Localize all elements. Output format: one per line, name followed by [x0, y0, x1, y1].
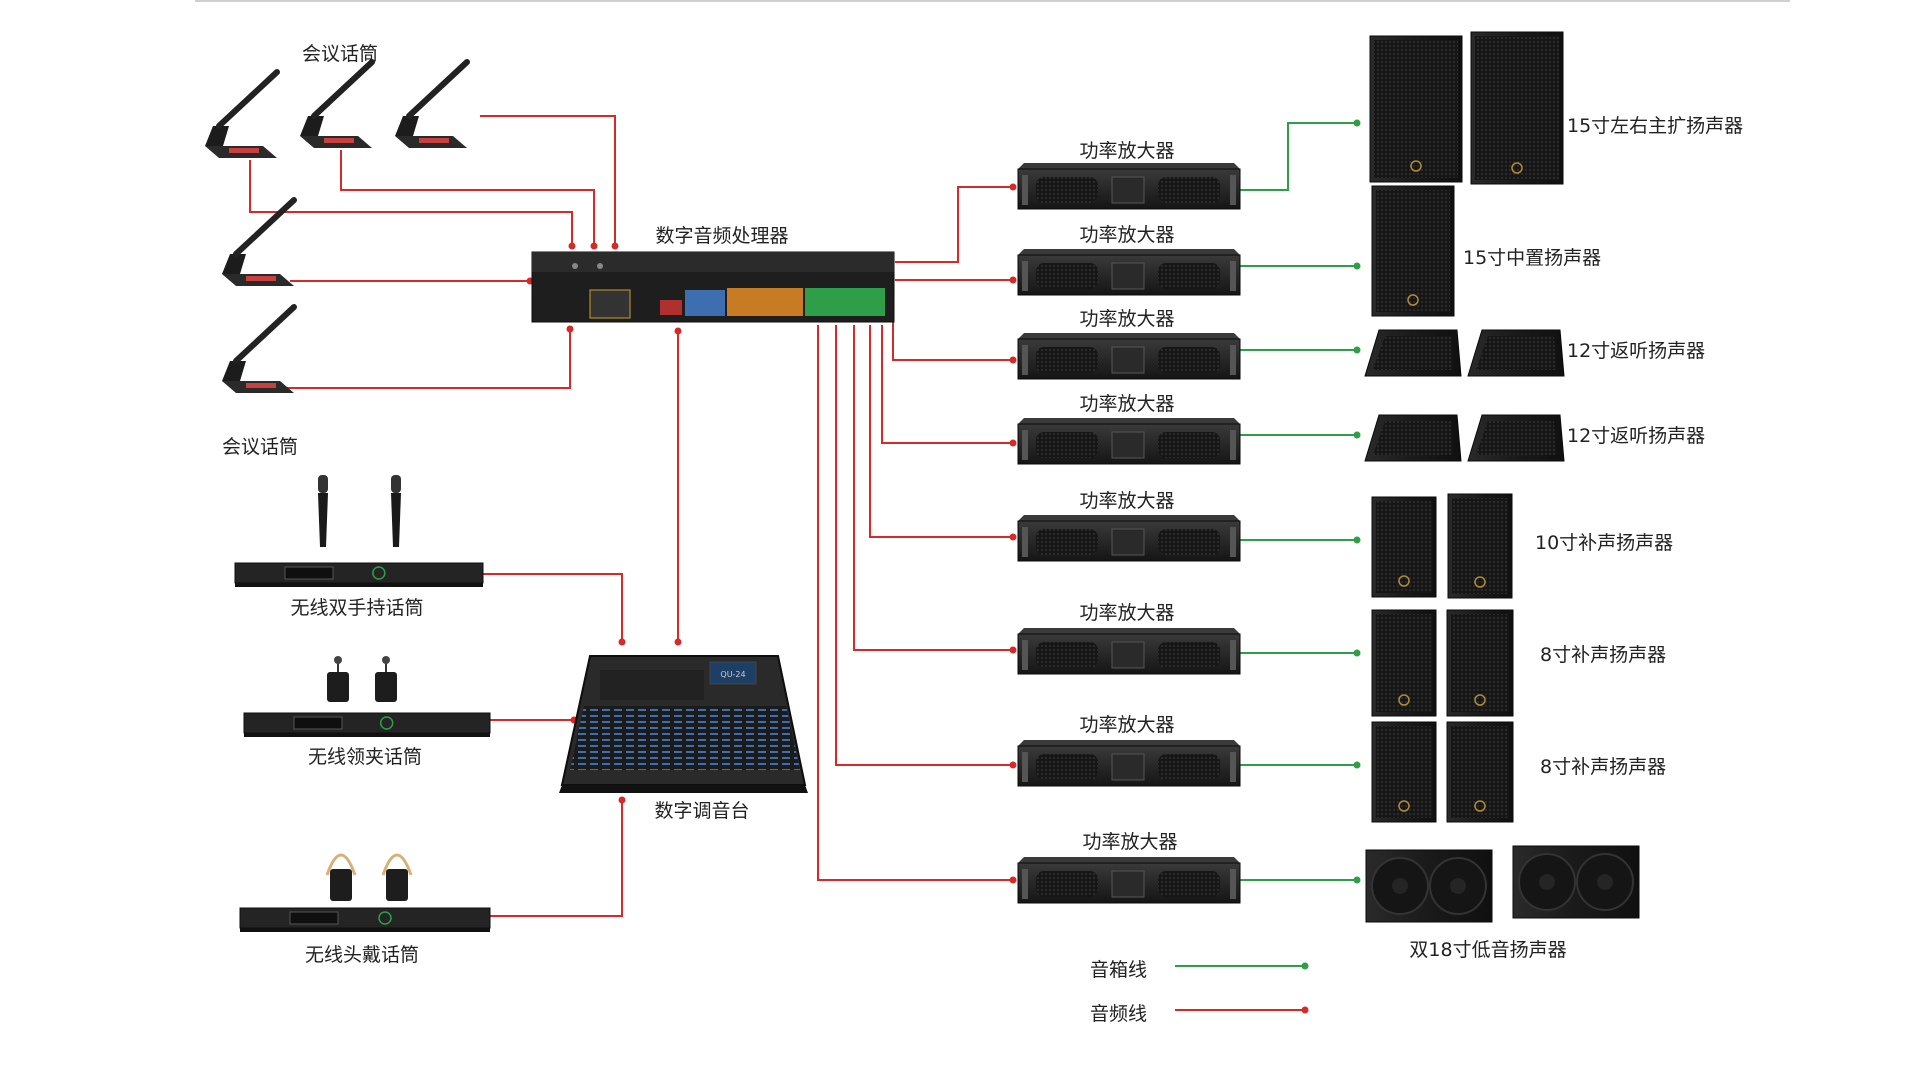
handheld-mic-icon: [391, 475, 401, 547]
amp-label: 功率放大器: [1079, 140, 1175, 162]
monitor-speaker-icon: [1467, 414, 1565, 462]
conference-mics: [205, 59, 470, 393]
speaker-label: 10寸补声扬声器: [1535, 532, 1674, 554]
audio-lines: [249, 115, 1305, 1011]
dsp-device: [531, 251, 895, 323]
wireless-lavalier-label: 无线领夹话筒: [307, 746, 423, 768]
power-amplifier-icon: [1017, 333, 1241, 380]
speaker-cabinet-icon: [1371, 721, 1437, 823]
monitor-speaker-icon: [1364, 414, 1462, 462]
amp-label: 功率放大器: [1079, 714, 1175, 736]
speaker-cabinet-icon: [1369, 35, 1463, 183]
amp-label: 功率放大器: [1079, 602, 1175, 624]
headset-mic-icon: [381, 853, 413, 901]
lavalier-mic-icon: [327, 656, 349, 702]
line-endpoints: [526, 119, 1361, 1014]
conference-mic-icon: [222, 197, 297, 286]
lavalier-mic-icon: [375, 656, 397, 702]
conf-mic-top-label: 会议话筒: [301, 43, 379, 65]
wireless-headset-label: 无线头戴话筒: [304, 944, 420, 966]
subwoofer-icon: [1512, 845, 1640, 919]
speaker-cabinet-icon: [1371, 496, 1437, 598]
power-amplifier-icon: [1017, 418, 1241, 465]
dsp-label: 数字音频处理器: [655, 225, 789, 247]
mixer-screen-label: QU-24: [720, 670, 745, 679]
legend-speaker-line-label: 音箱线: [1090, 959, 1148, 981]
wireless-handheld-label: 无线双手持话筒: [290, 597, 424, 619]
speaker-cabinet-icon: [1446, 609, 1514, 717]
speaker-label: 12寸返听扬声器: [1567, 425, 1706, 447]
power-amplifier-icon: [1017, 163, 1241, 210]
amplifiers: [1017, 163, 1241, 904]
speaker-label: 12寸返听扬声器: [1567, 340, 1706, 362]
speaker-cabinet-icon: [1446, 721, 1514, 823]
conference-mic-icon: [300, 59, 375, 148]
headset-mic-icon: [325, 853, 357, 901]
speaker-cabinet-icon: [1371, 185, 1455, 317]
speaker-cabinet-icon: [1470, 31, 1564, 185]
mixer-label: 数字调音台: [654, 800, 750, 822]
conference-mic-icon: [395, 59, 470, 148]
wireless-receiver-icon: [239, 907, 491, 932]
power-amplifier-icon: [1017, 515, 1241, 562]
wireless-receiver-icon: [234, 562, 484, 587]
digital-mixer: [559, 655, 808, 793]
amp-label: 功率放大器: [1079, 490, 1175, 512]
amp-label: 功率放大器: [1079, 224, 1175, 246]
monitor-speaker-icon: [1467, 329, 1565, 377]
speakers: [1364, 31, 1640, 923]
speaker-label: 15寸左右主扩扬声器: [1567, 115, 1744, 137]
conference-mic-icon: [205, 69, 280, 158]
speaker-label: 8寸补声扬声器: [1540, 644, 1667, 666]
conf-mic-bottom-label: 会议话筒: [221, 436, 299, 458]
power-amplifier-icon: [1017, 740, 1241, 787]
amp-label: 功率放大器: [1079, 393, 1175, 415]
power-amplifier-icon: [1017, 857, 1241, 904]
wireless-receiver-icon: [243, 712, 491, 737]
wireless-systems: [234, 475, 491, 932]
conference-mic-icon: [222, 304, 297, 393]
speaker-label: 双18寸低音扬声器: [1409, 939, 1567, 961]
power-amplifier-icon: [1017, 249, 1241, 296]
monitor-speaker-icon: [1364, 329, 1462, 377]
speaker-label: 15寸中置扬声器: [1463, 247, 1602, 269]
power-amplifier-icon: [1017, 628, 1241, 675]
amp-label: 功率放大器: [1079, 308, 1175, 330]
speaker-label: 8寸补声扬声器: [1540, 756, 1667, 778]
handheld-mic-icon: [318, 475, 328, 547]
subwoofer-icon: [1365, 849, 1493, 923]
speaker-lines: [1175, 122, 1357, 967]
amp-label: 功率放大器: [1082, 831, 1178, 853]
legend-audio-line-label: 音频线: [1090, 1003, 1148, 1025]
speaker-cabinet-icon: [1371, 609, 1437, 717]
speaker-cabinet-icon: [1447, 493, 1513, 599]
